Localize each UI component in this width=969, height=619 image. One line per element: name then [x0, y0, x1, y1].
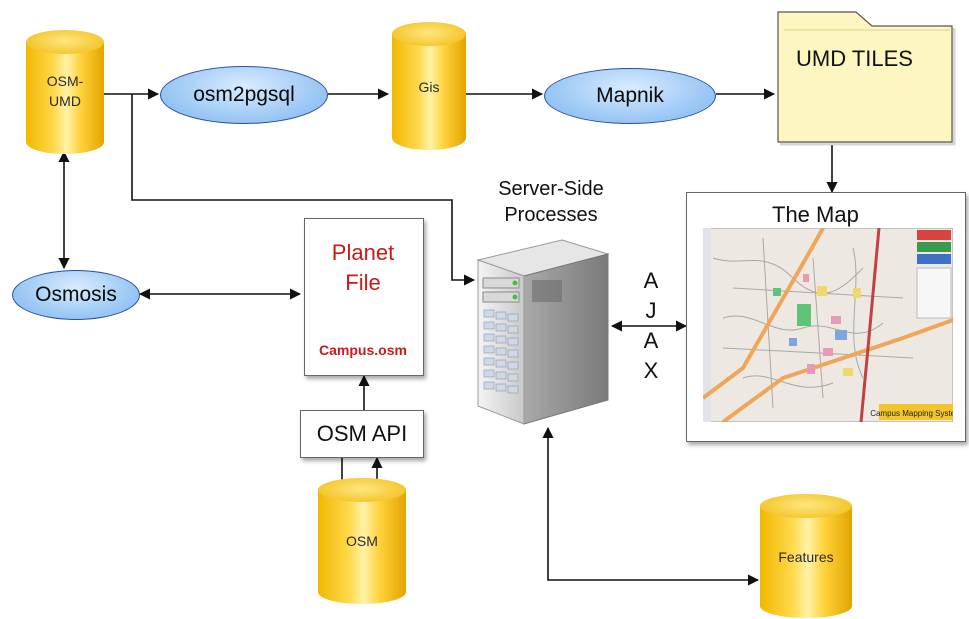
osm-database: OSM: [318, 478, 406, 604]
planet-file-label-line2: File: [345, 270, 381, 295]
arrow-osmumd-server: [131, 94, 476, 286]
map-screenshot-image: Campus Mapping System: [703, 228, 953, 422]
ajax-letter-a1: A: [643, 268, 659, 293]
osm2pgsql-process: osm2pgsql: [160, 66, 328, 124]
umd-tiles-folder: [777, 11, 956, 146]
campus-osm-label: Campus.osm: [319, 342, 407, 358]
planet-file-box: [304, 218, 424, 376]
ajax-label: A J A X: [641, 266, 661, 386]
osm-umd-label-2: UMD: [49, 93, 81, 109]
server-side-label-line1: Server-Side: [498, 178, 604, 200]
osmosis-label: Osmosis: [35, 283, 117, 306]
mapnik-label: Mapnik: [596, 84, 664, 107]
osmosis-process: Osmosis: [12, 270, 140, 320]
server-side-label-line2: Processes: [504, 204, 598, 226]
server-icon: [476, 239, 610, 425]
osm2pgsql-label: osm2pgsql: [193, 83, 295, 106]
features-database: Features: [760, 494, 852, 618]
planet-file-label-line1: Planet: [331, 240, 395, 265]
gis-database: Gis: [392, 22, 466, 150]
osm-umd-label-1: OSM-: [46, 73, 84, 89]
osm-umd-database: OSM- UMD: [26, 30, 104, 154]
ajax-letter-a2: A: [643, 328, 659, 353]
arrow-server-features: [542, 426, 760, 586]
the-map-title: The Map: [772, 202, 859, 227]
mapnik-process: Mapnik: [544, 68, 716, 124]
ajax-letter-x: X: [643, 358, 659, 383]
gis-label: Gis: [418, 79, 440, 95]
osm-label: OSM: [346, 533, 378, 549]
umd-tiles-label: UMD TILES: [796, 46, 913, 71]
server-side-label: Server-Side Processes: [488, 176, 614, 228]
map-banner-text: Campus Mapping System: [870, 409, 953, 418]
features-label: Features: [778, 549, 834, 565]
osm-api-box: OSM API: [300, 410, 424, 458]
ajax-letter-j: J: [645, 298, 657, 323]
osm-api-label: OSM API: [316, 421, 408, 446]
planet-file-label: Planet File: [304, 238, 422, 298]
